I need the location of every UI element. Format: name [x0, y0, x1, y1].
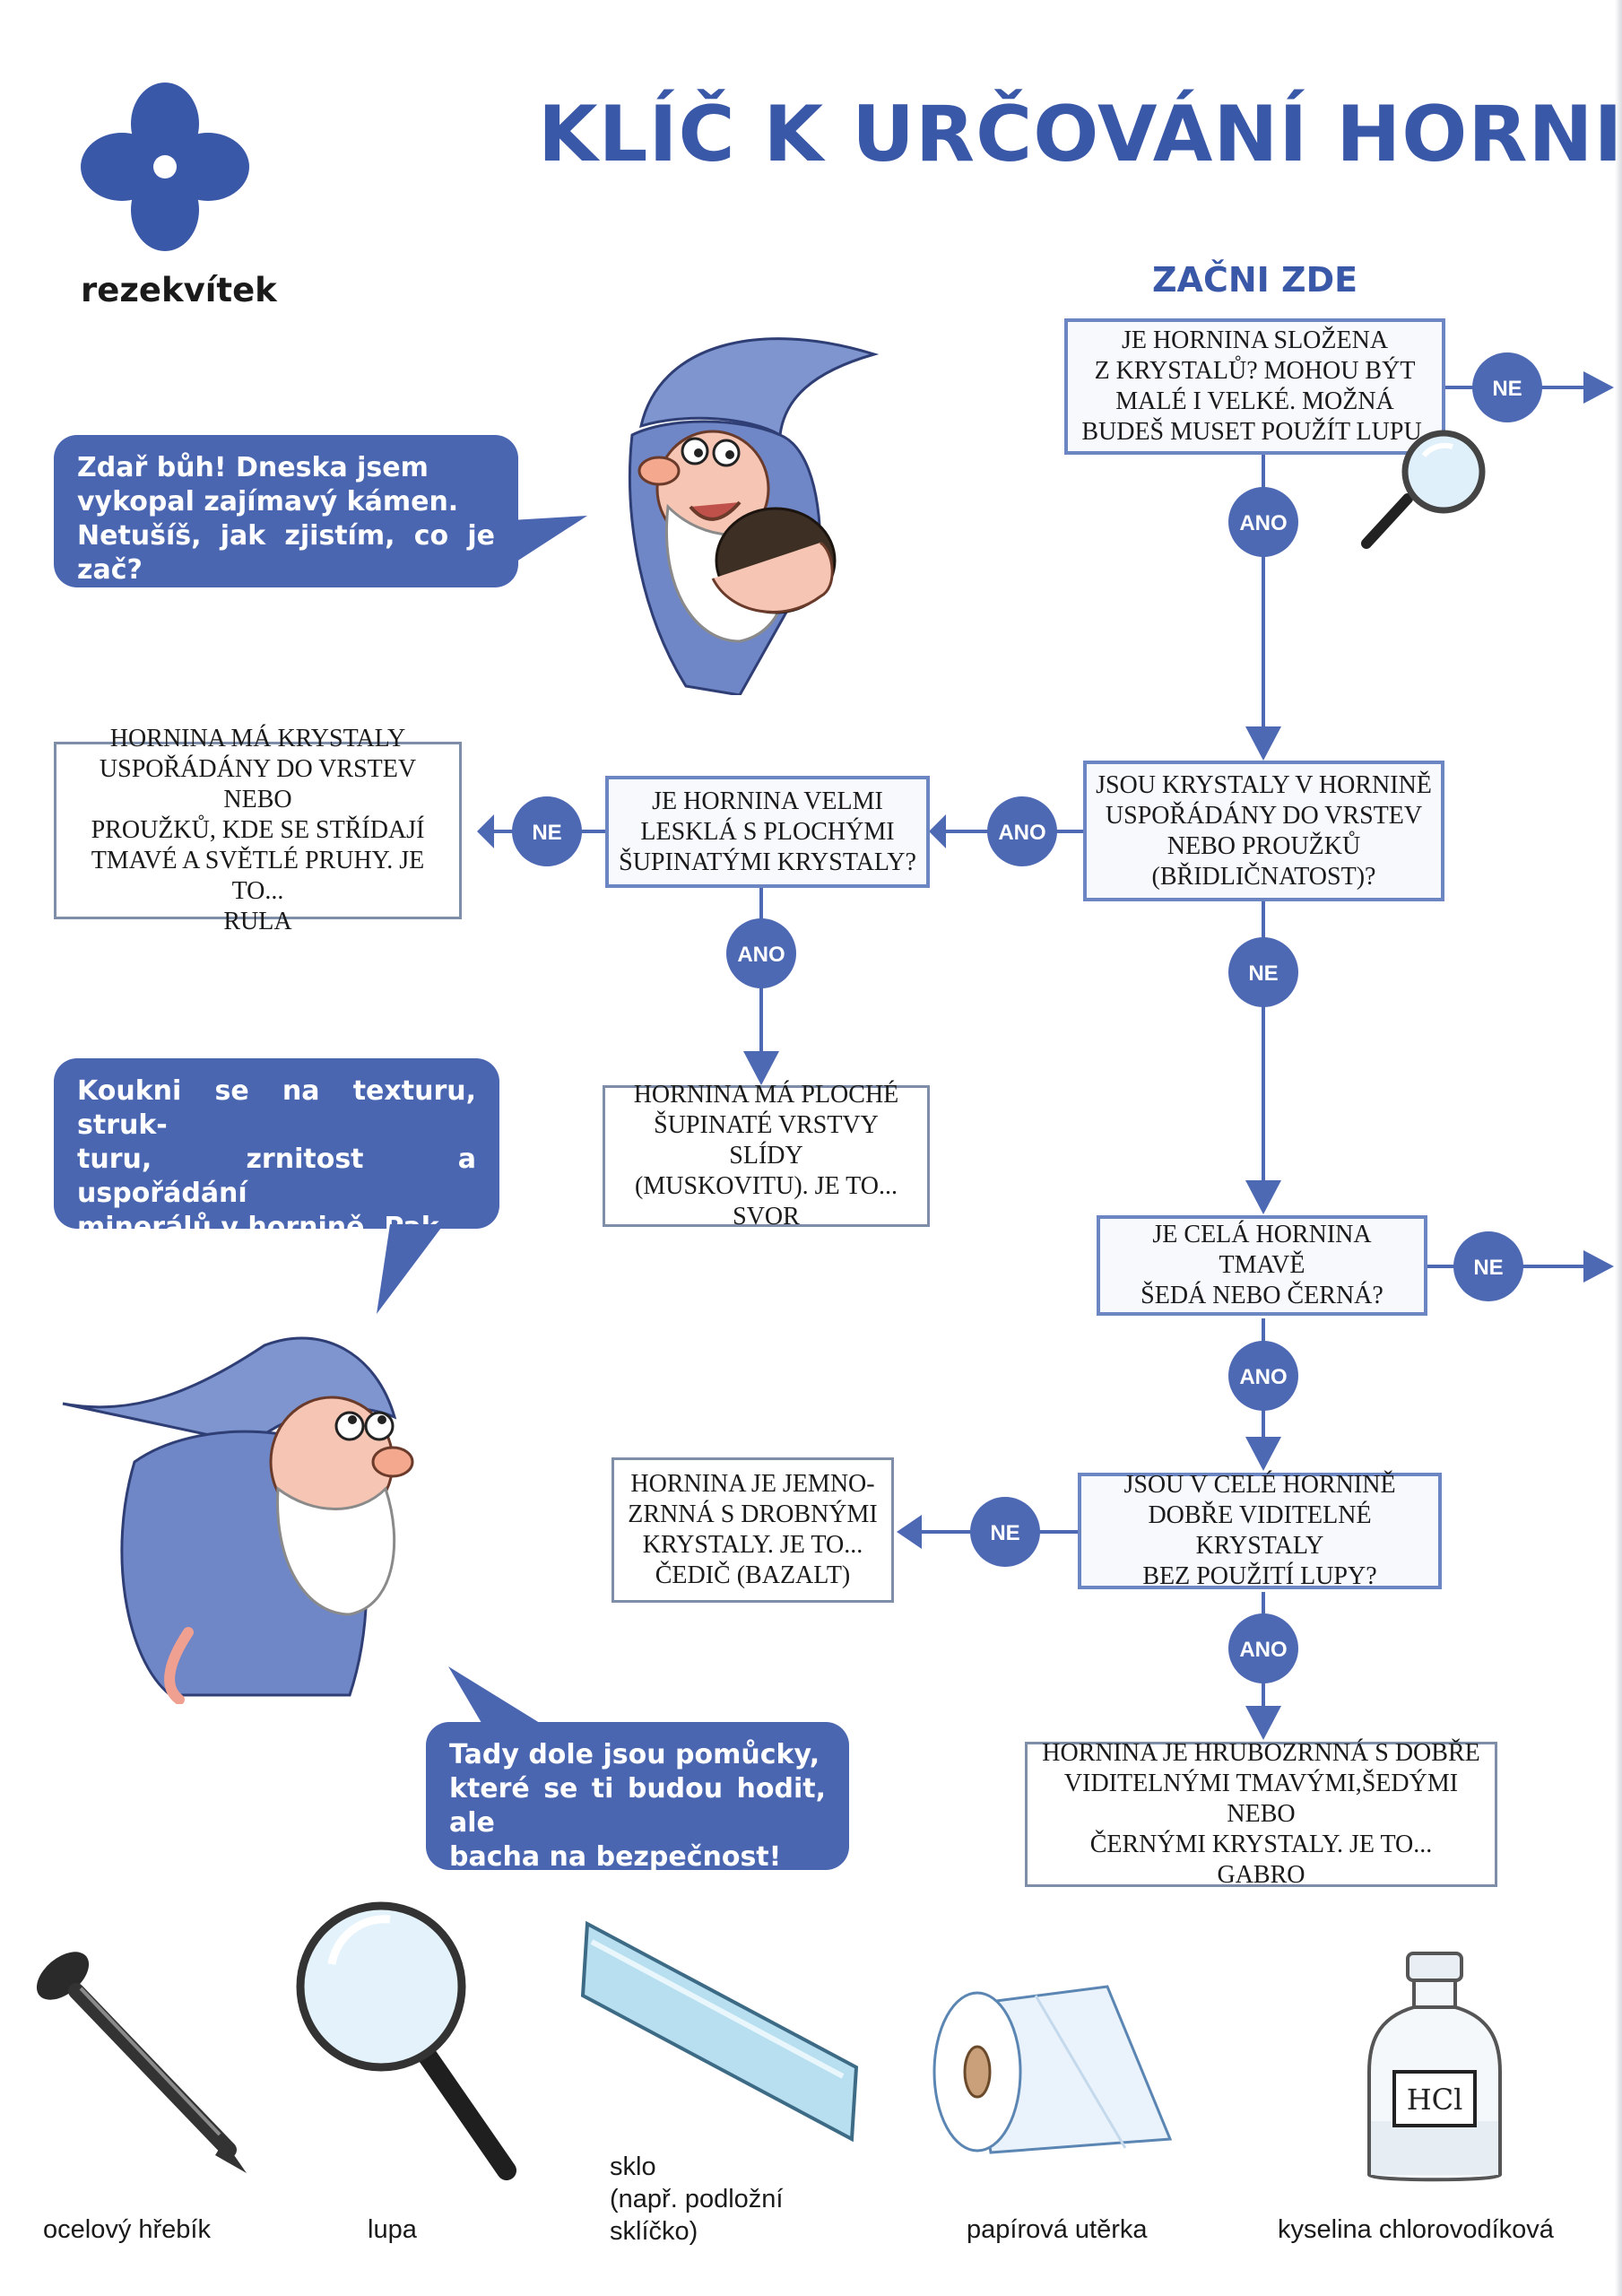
- gnome-illustration: [62, 1336, 414, 1704]
- flower-logo-icon: [81, 83, 249, 251]
- question-visible-crystals-box: JSOU V CELÉ HORNINĚ DOBŘE VIDITELNÉ KRYS…: [1078, 1471, 1442, 1590]
- result-cedic-box: HORNINA JE JEMNO- ZRNNÁ S DROBNÝMI KRYST…: [612, 1457, 894, 1603]
- bubble-tail: [511, 516, 587, 565]
- result-gabro-box: HORNINA JE HRUBOZRNNÁ S DOBŘE VIDITELNÝM…: [1025, 1739, 1497, 1889]
- bubble-tail: [448, 1666, 547, 1727]
- speech-bubble-intro: Zdař bůh! Dneska jsem vykopal zajímavý k…: [54, 435, 518, 587]
- question-crystals-box: JE HORNINA SLOŽENA Z KRYSTALŮ? MOHOU BÝT…: [1064, 318, 1445, 455]
- nail-icon: [36, 1952, 247, 2173]
- loupe-icon: [296, 1901, 516, 2180]
- question-dark-box: JE CELÁ HORNINA TMAVĚ ŠEDÁ NEBO ČERNÁ?: [1097, 1215, 1427, 1316]
- result-svor-box: HORNINA MÁ PLOCHÉ ŠUPINATÉ VRSTVY SLÍDY …: [603, 1081, 930, 1231]
- bubble-tail: [377, 1224, 444, 1314]
- tool-label-acid: kyselina chlorovodíková: [1278, 2215, 1554, 2244]
- tool-label-towel: papírová utěrka: [967, 2215, 1148, 2244]
- result-rula-box: HORNINA MÁ KRYSTALY USPOŘÁDÁNY DO VRSTEV…: [54, 725, 462, 935]
- acid-bottle-label: HCl: [1407, 2083, 1463, 2117]
- page-edge-shadow: [1615, 0, 1622, 2296]
- paper-towel-icon: [932, 1985, 1173, 2154]
- question-shiny-box: JE HORNINA VELMI LESKLÁ S PLOCHÝMI ŠUPIN…: [605, 776, 930, 888]
- speech-bubble-tools: Tady dole jsou pomůcky, které se ti budo…: [426, 1722, 849, 1873]
- question-layers-box: JSOU KRYSTALY V HORNINĚ USPOŘÁDÁNY DO VR…: [1083, 761, 1444, 901]
- tool-label-loupe: lupa: [368, 2215, 417, 2244]
- magnifier-icon: [1361, 430, 1486, 549]
- acid-bottle-icon: HCl: [1367, 1952, 1502, 2182]
- tool-label-nail: ocelový hřebík: [43, 2215, 211, 2244]
- page-title: KLÍČ K URČOVÁNÍ HORNIN: [538, 90, 1622, 179]
- speech-bubble-hint: Koukni se na texturu, struk- turu, zrnit…: [54, 1058, 499, 1277]
- tool-label-glass: sklo (např. podložní sklíčko): [610, 2152, 784, 2246]
- start-here-label: ZAČNI ZDE: [1152, 260, 1358, 300]
- gnome-illustration: [629, 337, 880, 695]
- logo-text: rezekvítek: [81, 271, 277, 309]
- glass-slide-icon: [580, 1920, 859, 2143]
